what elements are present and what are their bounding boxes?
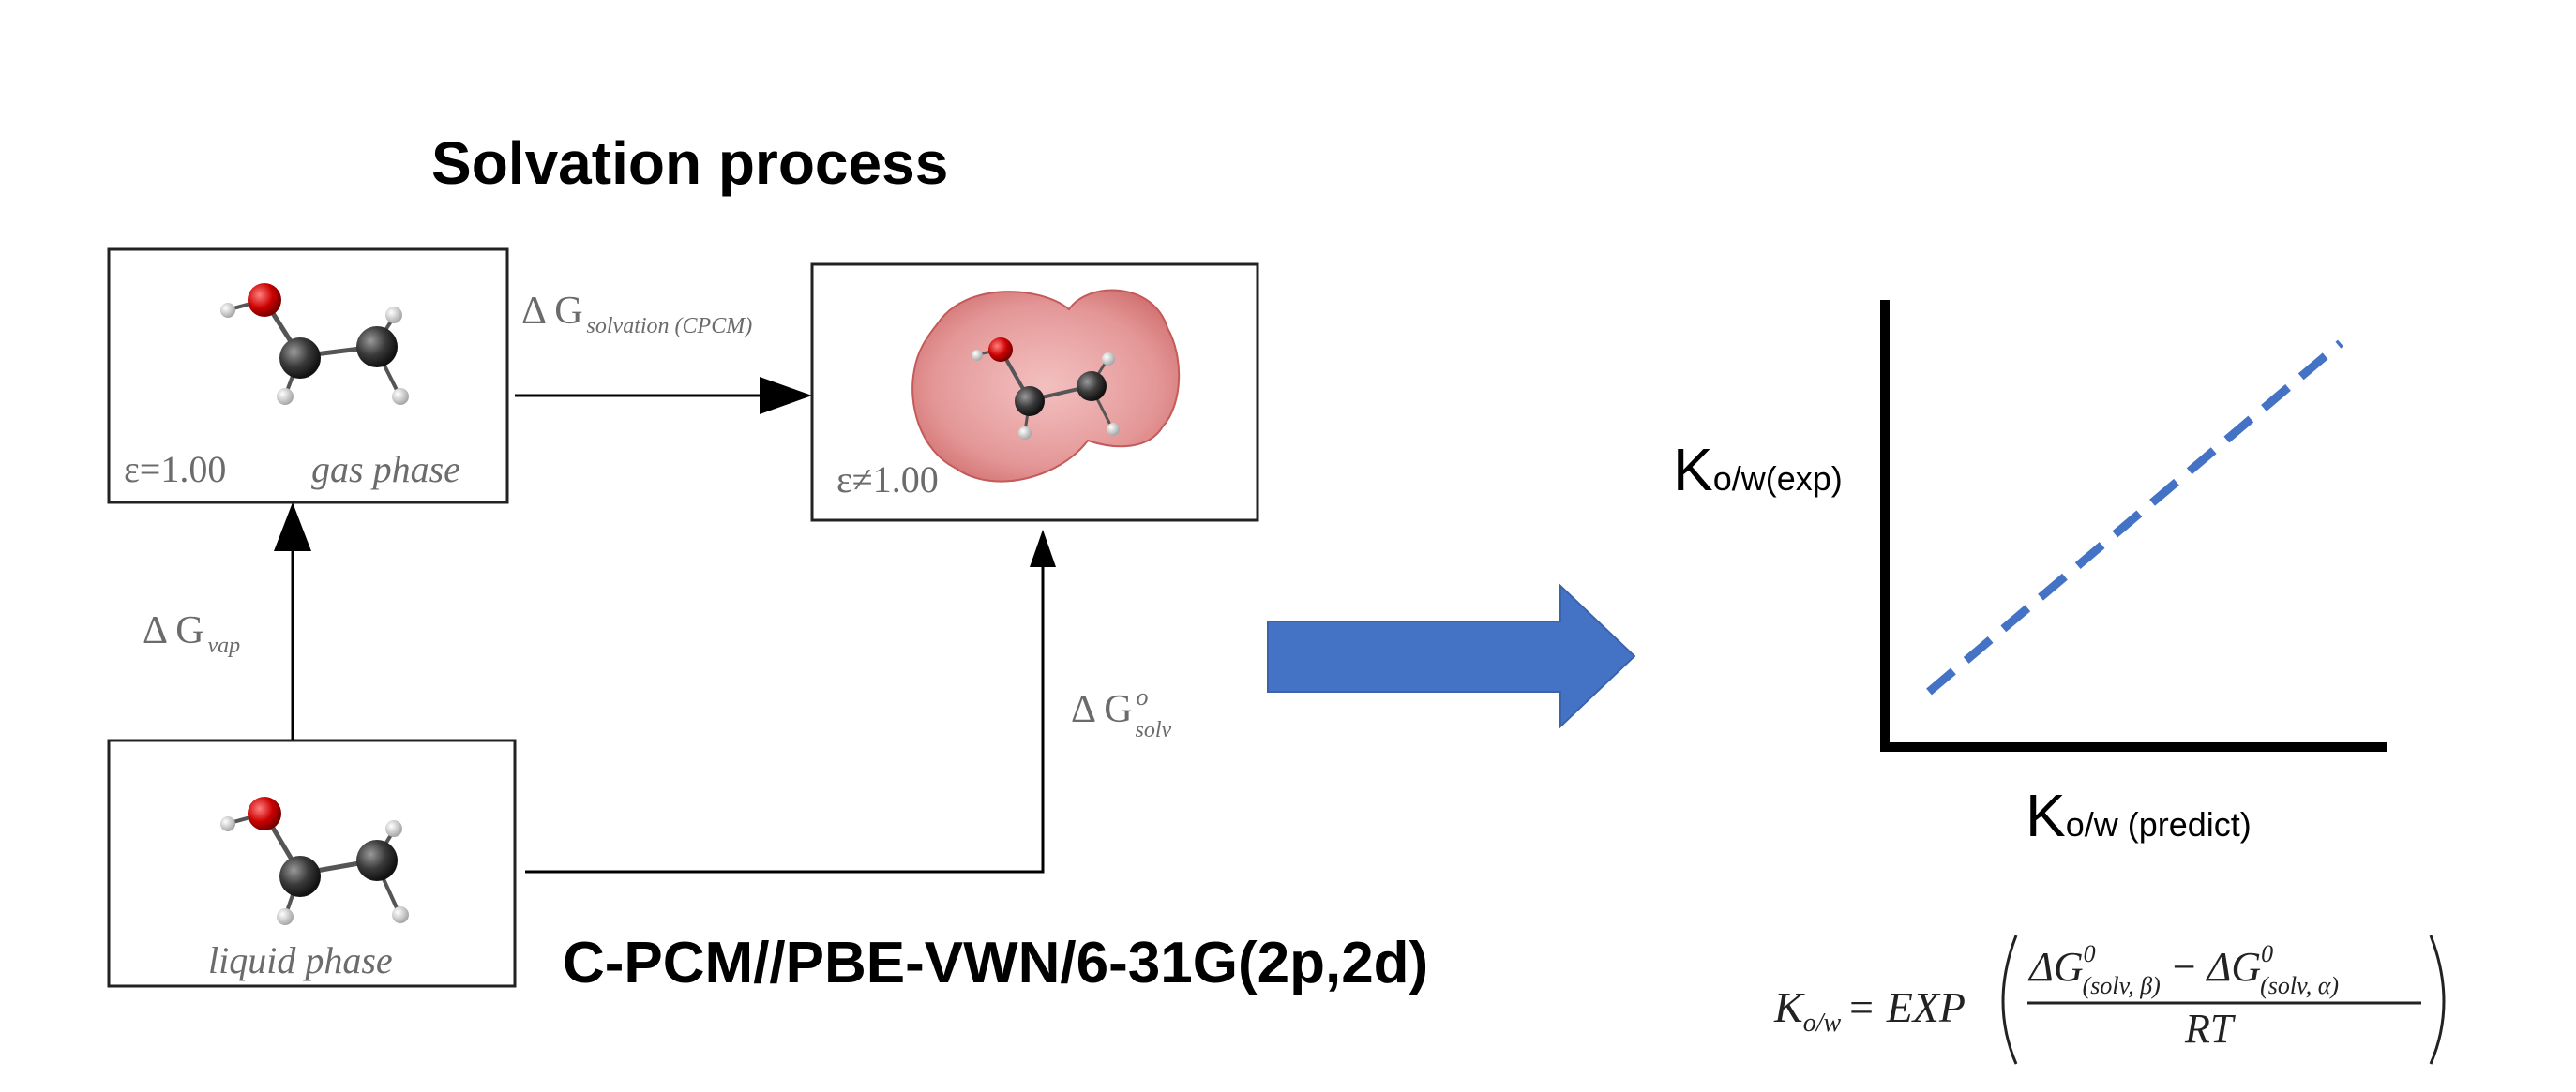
solvated-epsilon-label: ε≠1.00 <box>836 458 939 501</box>
partition-equation: Ko/w= EXP ΔG0(solv, β)−ΔG0(solv, α) RT <box>1773 935 2446 1065</box>
ethanol-molecule-liquid <box>220 797 409 925</box>
diagram-title: Solvation process <box>431 129 948 197</box>
eq-lhs: Ko/w= EXP <box>1773 983 1966 1038</box>
ethanol-molecule-gas <box>220 283 409 405</box>
solvated-box: ε≠1.00 <box>810 262 1259 522</box>
gas-phase-label: gas phase <box>311 448 460 490</box>
ethanol-molecule-solvated <box>972 337 1120 440</box>
plot-trend-line <box>1926 339 2343 696</box>
plot-y-label: Ko/w(exp) <box>1673 436 1843 503</box>
eq-denominator: RT <box>2184 1006 2237 1052</box>
liquid-phase-label: liquid phase <box>208 939 393 981</box>
gas-phase-box: ε=1.00 gas phase <box>107 247 509 504</box>
correlation-plot: Ko/w(exp) Ko/w (predict) <box>1673 300 2387 849</box>
gas-epsilon-label: ε=1.00 <box>124 448 226 490</box>
plot-x-label: Ko/w (predict) <box>2026 782 2252 849</box>
liquid-phase-box: liquid phase <box>107 739 517 988</box>
big-arrow-icon <box>1267 583 1636 729</box>
eq-numerator: ΔG0(solv, β)−ΔG0(solv, α) <box>2027 940 2339 999</box>
method-label: C-PCM//PBE-VWN/6-31G(2p,2d) <box>563 931 1428 995</box>
